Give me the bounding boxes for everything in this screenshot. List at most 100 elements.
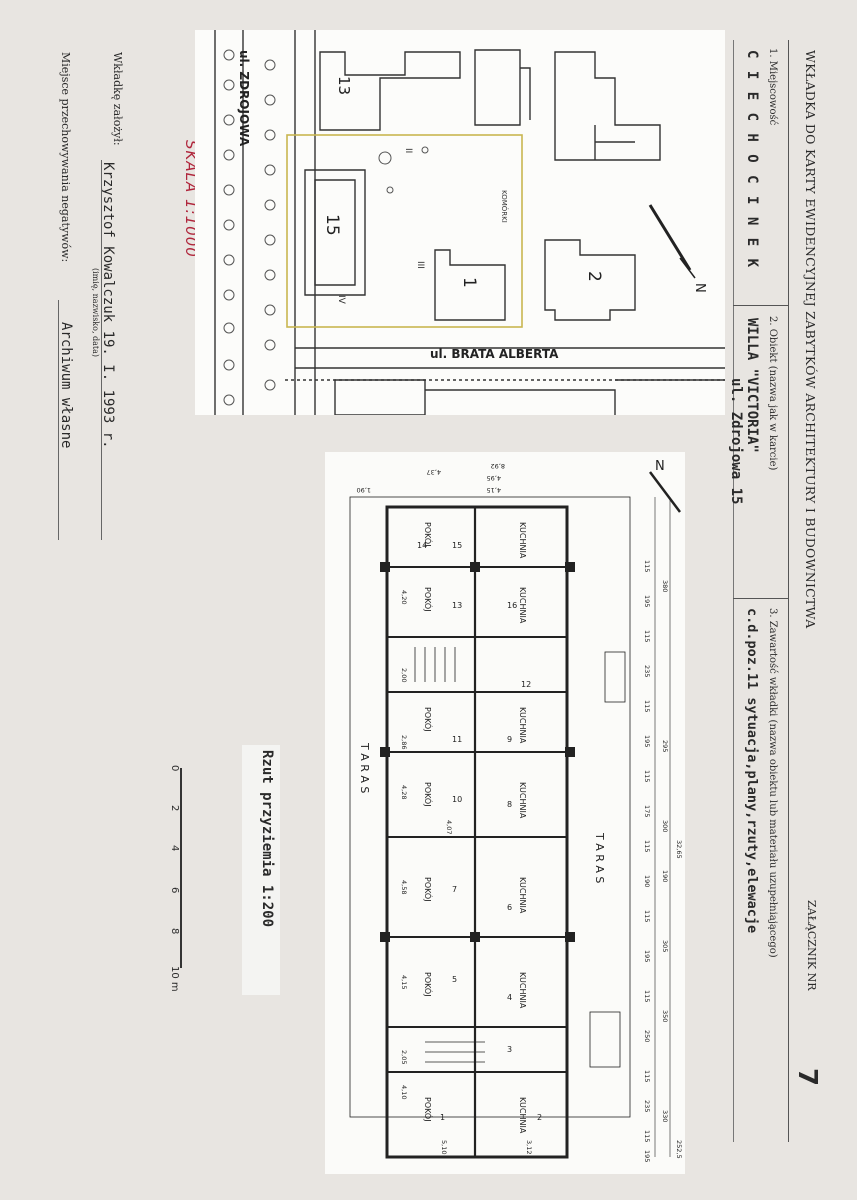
dimension: 4,15 — [487, 486, 501, 494]
room-number: 4 — [507, 993, 512, 1002]
dimension: 190 — [661, 870, 669, 882]
street-zdrojowa: ul. ZDROJOWA — [237, 50, 251, 147]
dimension: 115 — [643, 1070, 651, 1082]
site-map-drawing: 13 15 1 2 N KOMÓRKI II III IV ul. BRATA … — [214, 30, 725, 415]
site-label-2: 2 — [584, 271, 604, 282]
plan-north-label: N — [655, 459, 665, 474]
room-label: POKÓJ — [423, 522, 434, 547]
room-number: 7 — [452, 885, 457, 894]
divider-1 — [733, 305, 788, 306]
dimension: 330 — [661, 1110, 669, 1122]
dimension: 4,28 — [400, 785, 408, 799]
field1-label: 1. Miejscowość — [767, 48, 778, 126]
dimension: 115 — [643, 910, 651, 922]
room-label: POKÓJ — [423, 707, 434, 732]
form-border-mid — [733, 40, 734, 1142]
dimension: 295 — [661, 740, 669, 752]
form-header: WKŁADKA DO KARTY EWIDENCYJNEJ ZABYTKÓW A… — [803, 50, 818, 629]
terrace-left: T A R A S — [358, 742, 371, 793]
site-label-komorki: KOMÓRKI — [500, 190, 509, 223]
site-label-15: 15 — [322, 214, 342, 236]
dimension: 195 — [643, 735, 651, 747]
dimension: 380 — [661, 580, 669, 592]
dimension: 4,07 — [445, 820, 453, 834]
scale-tick-10: 10 m — [169, 966, 180, 992]
room-number: 6 — [507, 903, 512, 912]
room-number: 8 — [507, 800, 512, 809]
attachment-label: ZAŁĄCZNIK NR — [805, 900, 818, 991]
room-label: KUCHNIA — [518, 522, 527, 559]
scale-tick-6: 6 — [169, 887, 180, 894]
dimension: 115 — [643, 1130, 651, 1142]
room-number: 15 — [452, 541, 462, 550]
dimension: 115 — [643, 560, 651, 572]
dimension: 4,37 — [427, 468, 441, 476]
scale-bar — [180, 768, 182, 968]
dimension: 115 — [643, 770, 651, 782]
room-label: KUCHNIA — [518, 587, 527, 624]
dimension: 4,10 — [400, 1085, 408, 1099]
storage-value: Archiwum własne — [58, 322, 74, 449]
field2-value-line1: WILLA "VICTORIA" — [744, 318, 760, 453]
room-number: 10 — [452, 795, 462, 804]
room-number: 9 — [507, 735, 512, 744]
dimension: 235 — [643, 1100, 651, 1112]
field2-label: 2. Obiekt (nazwa jak w karcie) — [767, 316, 778, 471]
room-label: POKÓJ — [423, 877, 434, 902]
dimension: 2,05 — [400, 1050, 408, 1064]
storage-underline — [58, 300, 59, 540]
field2-value-line2: ul. Zdrojowa 15 — [728, 378, 744, 505]
dimension: 235 — [643, 665, 651, 677]
field3-label: 3. Zawartość wkładki (nazwa obiektu lub … — [767, 608, 778, 958]
dimension: 115 — [643, 990, 651, 1002]
scale-tick-4: 4 — [169, 845, 180, 852]
room-number: 16 — [507, 601, 517, 610]
author-value: Krzysztof Kowalczuk 19. I. 1993 r. — [100, 162, 116, 449]
dimension: 175 — [643, 805, 651, 817]
room-label: KUCHNIA — [518, 877, 527, 914]
dimension: 250 — [643, 1030, 651, 1042]
dimension: 190 — [643, 875, 651, 887]
dimension: 305 — [661, 940, 669, 952]
dimension: 350 — [661, 1010, 669, 1022]
room-number: 1 — [440, 1113, 445, 1122]
scale-tick-2: 2 — [169, 805, 180, 812]
room-label: KUCHNIA — [518, 1097, 527, 1134]
site-label-iv: IV — [336, 295, 346, 305]
floor-plan: T A R A S T A R A S N POKÓJ KUCHNIA POKÓ… — [325, 452, 685, 1174]
room-number: 5 — [452, 975, 457, 984]
storage-label: Miejsce przechowywania negatywów: — [59, 52, 72, 263]
site-label-iii: III — [415, 261, 425, 269]
dimension: 2,00 — [400, 668, 408, 682]
room-label: KUCHNIA — [518, 782, 527, 819]
dimension: 252,5 — [675, 1140, 683, 1159]
room-label: POKÓJ — [423, 782, 434, 807]
site-label-ii: II — [403, 148, 413, 153]
room-label: POKÓJ — [423, 972, 434, 997]
dimension: 115 — [643, 700, 651, 712]
room-number: 14 — [417, 541, 427, 550]
plan-caption-box — [242, 745, 280, 995]
field3-value: c.d.poz.11 sytuacja,plany,rzuty,elewacje — [744, 608, 760, 934]
author-hint: (imię, nazwisko, data) — [91, 268, 100, 358]
dimension: 195 — [643, 1150, 651, 1162]
site-north-label: N — [692, 283, 707, 293]
scale-tick-0: 0 — [169, 765, 180, 772]
dimension: 195 — [643, 950, 651, 962]
room-label: KUCHNIA — [518, 972, 527, 1009]
site-label-13: 13 — [335, 76, 353, 95]
dimension: 4,58 — [400, 880, 408, 894]
dimension: 115 — [643, 630, 651, 642]
form-border-right — [788, 40, 789, 1142]
street-brata-alberta: ul. BRATA ALBERTA — [430, 347, 559, 361]
attachment-number: 7 — [792, 1068, 822, 1087]
room-number: 13 — [452, 601, 462, 610]
room-number: 12 — [521, 680, 531, 689]
author-underline — [101, 160, 102, 540]
room-label: KUCHNIA — [518, 707, 527, 744]
dimension: 3,12 — [525, 1140, 533, 1154]
field1-value: C I E C H O C I N E K — [744, 50, 760, 270]
room-label: POKÓJ — [423, 587, 434, 612]
dimension: 1,90 — [357, 486, 371, 494]
